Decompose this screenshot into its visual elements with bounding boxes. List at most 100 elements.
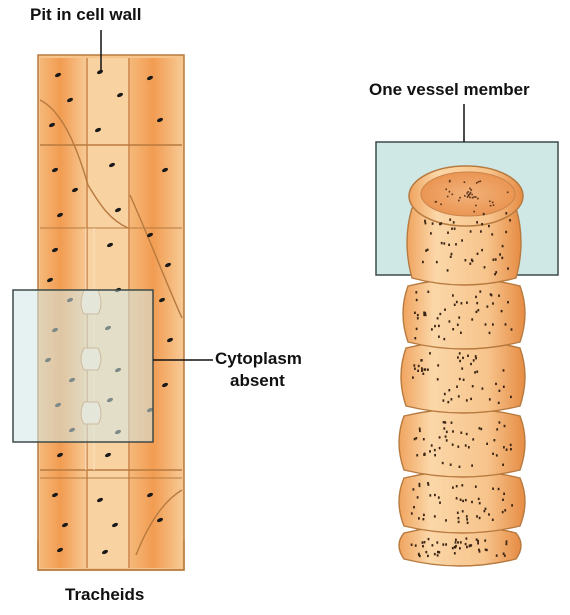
pit-dot: [511, 504, 513, 506]
tracheids-label: Tracheids: [65, 585, 144, 605]
pit-dot: [502, 464, 504, 466]
pit-dot: [423, 514, 425, 516]
pit-dot: [445, 435, 447, 437]
vessel-segment: [401, 341, 525, 413]
pit-dot: [453, 221, 455, 223]
pit-dot: [477, 309, 479, 311]
pit-dot: [434, 454, 436, 456]
pit-dot: [416, 454, 418, 456]
pit-dot: [449, 181, 451, 183]
pit-dot: [442, 462, 444, 464]
pit-dot: [480, 428, 482, 430]
pit-dot: [456, 497, 458, 499]
pit-dot: [471, 464, 473, 466]
pit-dot: [471, 194, 473, 196]
pit-dot: [476, 221, 478, 223]
pit-dot: [489, 398, 491, 400]
pit-dot: [496, 428, 498, 430]
pit-dot: [421, 370, 423, 372]
pit-dot: [419, 428, 421, 430]
pit-dot: [504, 509, 506, 511]
pit-dot: [511, 328, 513, 330]
pit-dot: [460, 499, 462, 501]
pit-dot: [485, 323, 487, 325]
pit-dot: [459, 360, 461, 362]
pit-dot: [472, 385, 474, 387]
pit-dot: [429, 450, 431, 452]
pit-dot: [411, 544, 413, 546]
pit-dot: [418, 365, 420, 367]
pit-dot: [455, 539, 457, 541]
pit-dot: [427, 482, 429, 484]
pit-dot: [452, 430, 454, 432]
pit-dot: [479, 517, 481, 519]
pit-dot: [504, 425, 506, 427]
pit-dot: [503, 446, 505, 448]
pit-dot: [452, 486, 454, 488]
pit-dot: [484, 539, 486, 541]
pit-dot: [414, 337, 416, 339]
pit-dot: [479, 550, 481, 552]
pit-dot: [474, 371, 476, 373]
pit-dot: [421, 367, 423, 369]
pit-dot: [466, 546, 468, 548]
pit-dot: [451, 398, 453, 400]
pit-dot: [422, 545, 424, 547]
pit-dot: [449, 191, 451, 193]
pit-dot: [480, 181, 482, 183]
pit-dot: [434, 494, 436, 496]
pit-dot: [431, 444, 433, 446]
pit-dot: [498, 488, 500, 490]
pit-dot: [470, 230, 472, 232]
pit-dot: [507, 267, 509, 269]
pit-dot: [447, 196, 449, 198]
pit-dot: [509, 219, 511, 221]
pit-dot: [506, 540, 508, 542]
pit-dot: [470, 363, 472, 365]
pit-dot: [413, 364, 415, 366]
pit-dot: [458, 316, 460, 318]
pit-dot: [481, 249, 483, 251]
pit-dot: [412, 376, 414, 378]
pit-dot: [429, 494, 431, 496]
pit-dot: [478, 498, 480, 500]
pit-dot: [466, 193, 468, 195]
pit-dot: [467, 522, 469, 524]
pit-dot: [424, 541, 426, 543]
pit-dot: [414, 368, 416, 370]
vessel-segment: [399, 409, 525, 477]
pit-dot: [477, 198, 479, 200]
pit-dot: [417, 314, 419, 316]
pit-dot: [430, 232, 432, 234]
pit-dot: [461, 367, 463, 369]
pit-dot: [477, 542, 479, 544]
pit-dot: [439, 502, 441, 504]
pit-dot: [439, 447, 441, 449]
pit-dot: [414, 312, 416, 314]
pit-dot: [498, 295, 500, 297]
pit-dot: [478, 181, 480, 183]
pit-dot: [439, 313, 441, 315]
pit-dot: [495, 383, 497, 385]
pit-dot: [479, 427, 481, 429]
pit-dot: [506, 543, 508, 545]
pit-dot: [414, 438, 416, 440]
pit-dot: [488, 225, 490, 227]
pit-dot: [461, 239, 463, 241]
pit-dot: [466, 302, 468, 304]
pit-dot: [466, 515, 468, 517]
pit-dot: [455, 243, 457, 245]
pit-dot: [452, 444, 454, 446]
pit-dot: [452, 194, 454, 196]
pit-dot: [443, 421, 445, 423]
pit-dot: [498, 402, 500, 404]
pit-dot: [480, 230, 482, 232]
pit-dot: [499, 253, 501, 255]
pit-dot: [437, 554, 439, 556]
pit-dot: [450, 256, 452, 258]
cytoplasm-absent-label-line1: Cytoplasm: [215, 349, 302, 369]
pit-dot: [427, 369, 429, 371]
pit-dot: [485, 508, 487, 510]
pit-dot: [454, 228, 456, 230]
pit-dot: [451, 253, 453, 255]
